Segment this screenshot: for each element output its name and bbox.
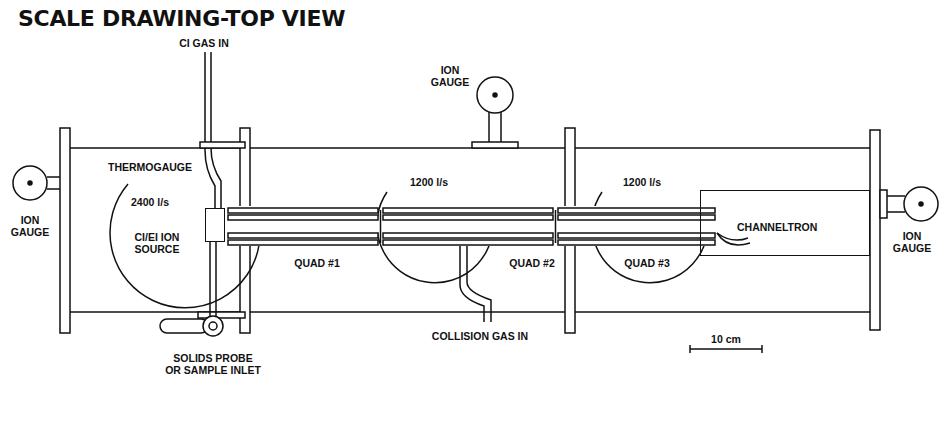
quadrupole-rods-part <box>383 233 553 238</box>
detector-box: CHANNELTRON <box>700 190 870 256</box>
solids-probe <box>160 242 223 336</box>
node-label: QUAD #2 <box>497 257 567 269</box>
flange-part <box>60 128 70 333</box>
ion-gauge-symbol-part <box>880 190 887 218</box>
gauge-label: ION GAUGE <box>422 64 478 88</box>
ion-gauge-symbol-part <box>13 166 47 200</box>
scale-bar-part <box>761 345 763 353</box>
quadrupole-rods-part <box>558 215 715 220</box>
quadrupole-rods-part <box>228 208 378 213</box>
chamber-wall <box>70 148 870 312</box>
diagram-title: SCALE DRAWING-TOP VIEW <box>18 6 345 31</box>
chamber-wall-part <box>575 311 870 313</box>
scale-bar <box>690 345 762 353</box>
quadrupole-rods-part <box>228 206 378 246</box>
scale-bar-part <box>690 348 762 350</box>
ion-gauge-symbol-part <box>47 176 60 178</box>
scale-label: 10 cm <box>696 333 756 345</box>
channeltron-horn-part <box>717 233 748 240</box>
quadrupole-rods-part <box>383 208 553 213</box>
gas-tube <box>205 52 491 322</box>
probe-label: SOLIDS PROBE OR SAMPLE INLET <box>165 352 261 376</box>
ion-gauge-symbol-part <box>47 188 60 190</box>
port-fitting-part <box>200 142 245 148</box>
ion-gauge-symbol-part <box>500 112 502 142</box>
quadrupole-rods-part <box>228 240 378 245</box>
quadrupole-rods-part <box>558 206 715 246</box>
quadrupole-rods-part <box>383 206 553 246</box>
quadrupole-rods-part <box>228 233 378 238</box>
ion-gauge-symbol <box>13 77 938 221</box>
solids-probe-part <box>209 322 217 330</box>
quadrupole: QUAD #1 <box>228 207 378 245</box>
port-fitting-part <box>198 312 245 318</box>
quadrupole-rods-part <box>228 215 378 220</box>
gas-tube-part <box>467 246 491 322</box>
ion-gauge-symbol-part <box>919 202 923 206</box>
quadrupole-rods-part <box>558 208 715 213</box>
solids-probe-part <box>215 242 217 316</box>
quadrupole-rods-part <box>558 233 715 238</box>
pump-speed-label: 2400 l/s <box>122 196 178 208</box>
node-label: CHANNELTRON <box>737 221 817 233</box>
flange-part <box>870 130 880 330</box>
channeltron-horn <box>717 233 750 245</box>
ion-gauge-symbol-part <box>488 112 490 142</box>
quadrupole: QUAD #3 <box>558 207 715 245</box>
quadrupole-rods-part <box>383 240 553 245</box>
gauge-label: ION GAUGE <box>3 214 57 238</box>
ion-source-box: CI/EI ION SOURCE <box>205 208 225 242</box>
port-fitting <box>198 142 245 318</box>
chamber-wall-part <box>250 311 565 313</box>
quadrupole-rods <box>228 206 715 246</box>
gauge-label: ION GAUGE <box>883 230 941 254</box>
gas-tube-part <box>211 52 221 208</box>
ion-gauge-symbol-part <box>493 93 497 97</box>
flange <box>60 128 880 333</box>
pump-speed-label: 1200 l/s <box>400 176 458 188</box>
solids-probe-part <box>160 319 208 333</box>
node-label: QUAD #3 <box>612 257 682 269</box>
ion-gauge-symbol-part <box>477 77 513 113</box>
solids-probe-part <box>209 242 211 316</box>
quadrupole-rods-part <box>383 215 553 220</box>
node-label: QUAD #1 <box>282 257 352 269</box>
scale-bar-part <box>689 345 691 353</box>
gas-tube-part <box>205 52 215 208</box>
ion-gauge-symbol-part <box>904 187 938 221</box>
solids-probe-part <box>203 316 223 336</box>
gas-tube-part <box>460 246 484 322</box>
ion-gauge-symbol-part <box>887 211 905 213</box>
ion-gauge-symbol-part <box>887 195 905 197</box>
quadrupole-rods-part <box>555 210 557 243</box>
ion-gauge-symbol-part <box>472 142 518 148</box>
quadrupole: QUAD #2 <box>383 207 553 245</box>
node-label: CI/EI ION SOURCE <box>116 231 198 255</box>
gas-inlet-label: COLLISION GAS IN <box>410 330 550 342</box>
gas-inlet-label: CI GAS IN <box>168 37 240 49</box>
quadrupole-rods-part <box>558 240 715 245</box>
ion-gauge-symbol-part <box>28 181 32 185</box>
channeltron-horn-part <box>717 233 750 245</box>
pump-speed-label: 1200 l/s <box>613 176 671 188</box>
chamber-wall-part <box>575 147 870 149</box>
quadrupole-rods-part <box>380 210 382 243</box>
gauge-label: THERMOGAUGE <box>100 161 200 173</box>
